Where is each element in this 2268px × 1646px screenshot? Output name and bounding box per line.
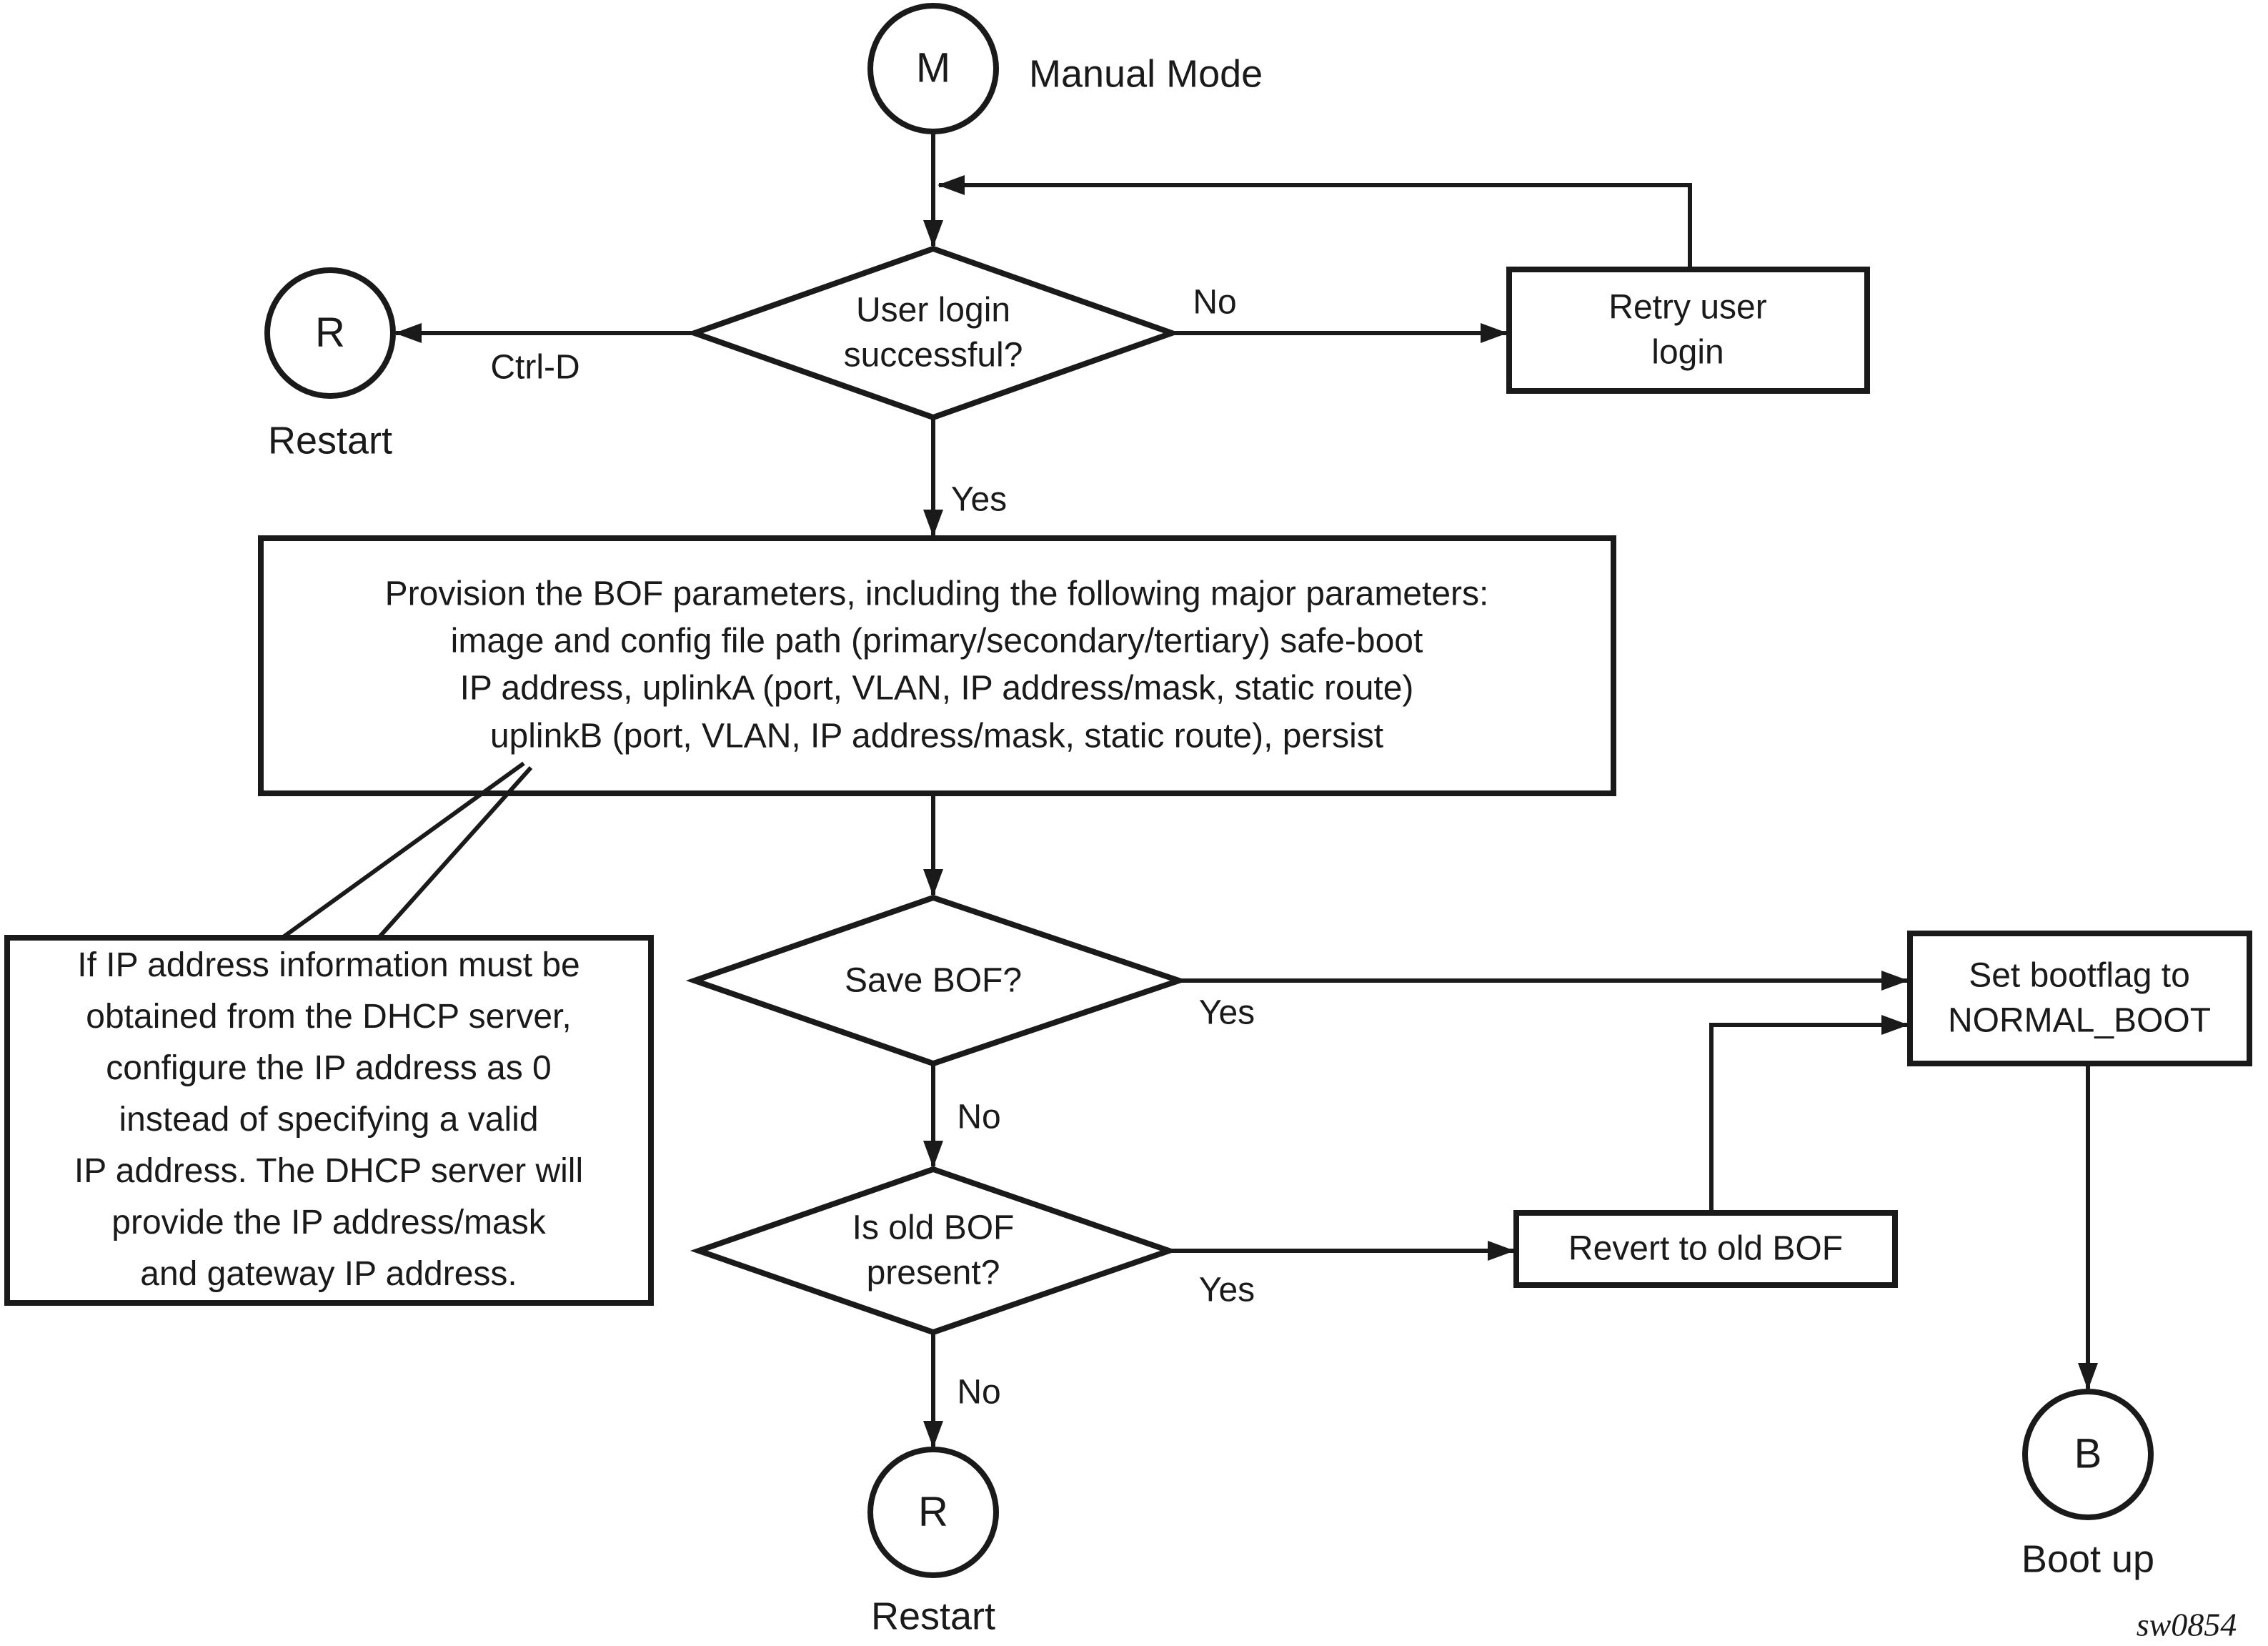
edge-label-save-no: No bbox=[957, 1098, 1001, 1136]
login-decision-label: User login successful? bbox=[843, 291, 1023, 375]
edge-label-login-ctrl-d: Ctrl-D bbox=[490, 348, 580, 387]
edge-label-oldbof-yes: Yes bbox=[1198, 1271, 1255, 1309]
edge-retry-return bbox=[937, 175, 1692, 269]
set-bootflag-label: Set bootflag to NORMAL_BOOT bbox=[1947, 956, 2212, 1040]
figure-id: sw0854 bbox=[2136, 1606, 2237, 1643]
set-bootflag-box bbox=[1907, 931, 2252, 1066]
edge-revert-to-bootflag bbox=[1709, 1015, 1909, 1213]
retry-login-label: Retry user login bbox=[1608, 288, 1767, 372]
restart-top-circle bbox=[264, 267, 396, 399]
restart-bottom-label: Restart bbox=[870, 1595, 996, 1638]
edge-label-login-no: No bbox=[1193, 283, 1237, 322]
note-pointer-line-2 bbox=[377, 765, 533, 940]
edge-label-oldbof-no: No bbox=[957, 1373, 1001, 1412]
save-bof-label: Save BOF? bbox=[844, 961, 1023, 1000]
provision-bof-box bbox=[258, 535, 1616, 796]
boot-up-circle bbox=[2022, 1389, 2154, 1520]
restart-bottom-circle bbox=[867, 1447, 999, 1578]
provision-bof-label: Provision the BOF parameters, including … bbox=[384, 575, 1489, 755]
restart-bottom-letter: R bbox=[918, 1488, 948, 1535]
old-bof-label: Is old BOF present? bbox=[852, 1209, 1015, 1292]
edge-label-save-yes: Yes bbox=[1198, 993, 1255, 1032]
retry-login-box bbox=[1506, 267, 1870, 394]
dhcp-note-box bbox=[4, 935, 654, 1306]
manual-mode-letter: M bbox=[915, 44, 951, 91]
restart-top-letter: R bbox=[315, 309, 345, 356]
restart-top-label: Restart bbox=[267, 419, 393, 462]
manual-mode-label: Manual Mode bbox=[1029, 52, 1263, 96]
boot-up-letter: B bbox=[2074, 1430, 2102, 1477]
boot-up-label: Boot up bbox=[2021, 1537, 2155, 1581]
dhcp-note-label: If IP address information must be obtain… bbox=[74, 946, 584, 1293]
note-pointer-line-1 bbox=[281, 761, 525, 940]
revert-old-bof-label: Revert to old BOF bbox=[1568, 1229, 1844, 1268]
edge-label-login-yes: Yes bbox=[950, 480, 1008, 519]
revert-old-bof-box bbox=[1513, 1210, 1898, 1288]
